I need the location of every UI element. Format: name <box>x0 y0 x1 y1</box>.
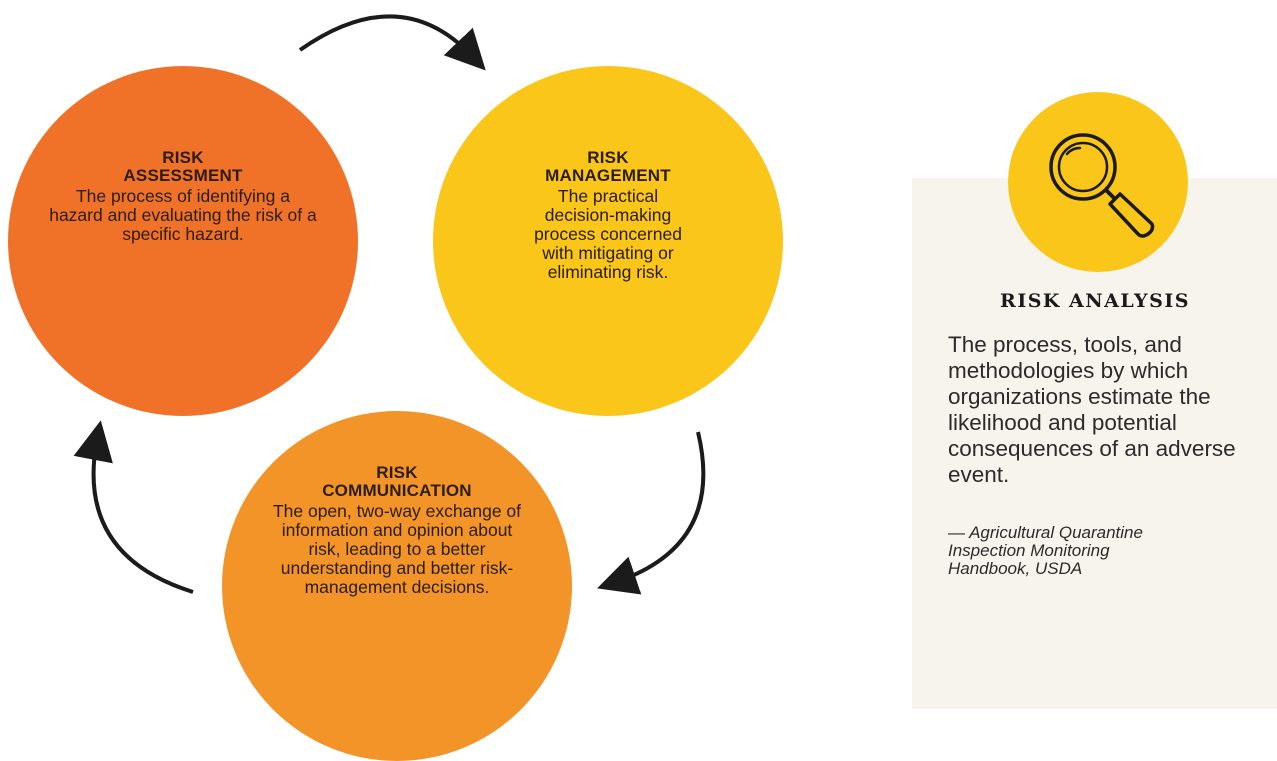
risk-assessment-title: RISK ASSESSMENT <box>123 148 243 185</box>
arrow-assessment-to-management <box>298 14 486 71</box>
risk-analysis-definition: The process, tools, and methodologies by… <box>948 332 1236 487</box>
risk-communication-title: RISK COMMUNICATION <box>322 463 472 500</box>
icon-circle <box>1008 92 1188 272</box>
risk-management-title: RISK MANAGEMENT <box>545 148 671 185</box>
magnifying-glass-icon <box>1049 133 1155 238</box>
arrow-communication-to-assessment <box>73 420 194 594</box>
risk-analysis-title: RISK ANALYSIS <box>1000 290 1190 312</box>
risk-management-circle: RISK MANAGEMENT The practical decision-m… <box>433 66 783 416</box>
arrow-management-to-communication <box>597 431 706 595</box>
risk-analysis-citation: — Agricultural Quarantine Inspection Mon… <box>948 523 1143 578</box>
risk-communication-description: The open, two-way exchange of informatio… <box>272 501 522 597</box>
risk-assessment-description: The process of identifying a hazard and … <box>49 186 317 244</box>
risk-communication-circle: RISK COMMUNICATION The open, two-way exc… <box>222 411 572 761</box>
risk-management-description: The practical decision-making process co… <box>534 186 682 282</box>
risk-assessment-circle: RISK ASSESSMENT The process of identifyi… <box>8 66 358 416</box>
